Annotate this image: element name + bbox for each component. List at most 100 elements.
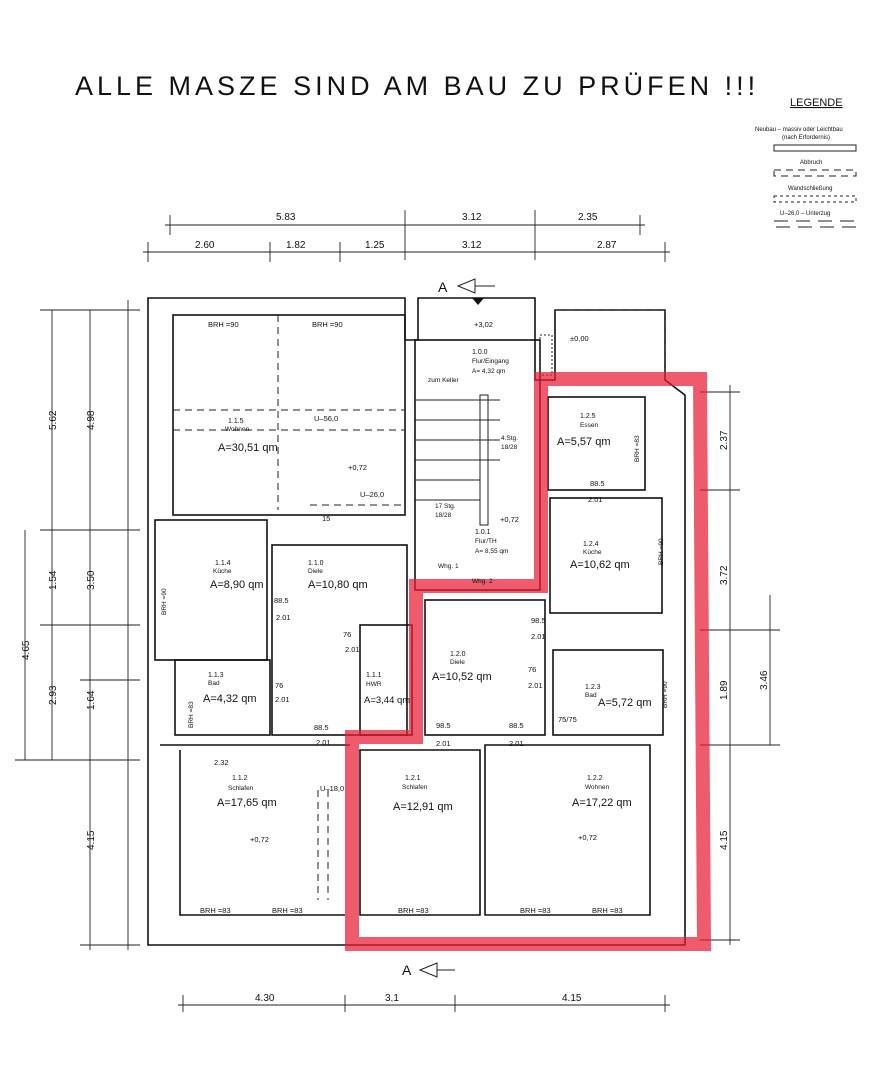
plan-label: BRH =90 (662, 681, 669, 708)
plan-label: Küche (213, 568, 232, 575)
plan-label: Flur/Eingang (472, 358, 509, 365)
plan-label: A=3,44 qm (364, 695, 410, 706)
plan-label: 1.1.0 (308, 560, 324, 567)
plan-label: A=30,51 qm (218, 442, 278, 454)
plan-label: 1.0.1 (475, 529, 491, 536)
plan-label: 1.2.3 (585, 684, 601, 691)
plan-label: 2.01 (528, 681, 543, 690)
plan-label: Whg. 1 (438, 563, 459, 570)
plan-label: BRH =90 (658, 538, 665, 565)
plan-label: ±0,00 (570, 334, 589, 343)
left-dimensions: 5.62 4.98 1.54 3.50 2.93 1.64 4.65 4.15 (15, 300, 140, 950)
plan-title: ALLE MASZE SIND AM BAU ZU PRÜFEN !!! (75, 71, 759, 101)
legend-item-wall-closure: Wandschließung (788, 186, 832, 192)
plan-label: BRH =83 (200, 906, 231, 915)
plan-label: A=8,90 qm (210, 579, 264, 591)
plan-label: Wohnen (585, 784, 609, 791)
plan-label: Whg. 2 (472, 578, 493, 585)
plan-label: 4.15 (86, 830, 97, 850)
plan-label: 1.54 (48, 570, 59, 590)
plan-label: A=17,65 qm (217, 797, 277, 809)
legend-item-demolition: Abbruch (800, 160, 822, 166)
plan-label: U–18,0 (320, 784, 344, 793)
plan-label: 1.2.1 (405, 775, 421, 782)
plan-label: 4.15 (719, 830, 730, 850)
plan-label: BRH =90 (208, 320, 239, 329)
plan-label: 2.01 (436, 739, 451, 748)
legend-item-beam: U–26,0 – Unterzug (780, 211, 830, 217)
plan-label: 1.1.3 (208, 672, 224, 679)
plan-label: 3.46 (759, 670, 770, 690)
plan-label: 5.62 (48, 410, 59, 430)
plan-label: U–56,0 (314, 414, 338, 423)
plan-label: A= 4,32 qm (472, 368, 505, 375)
plan-label: 2.01 (316, 738, 331, 747)
dim-label: 3.12 (462, 240, 482, 251)
section-marker-top: A (438, 278, 495, 305)
plan-label: 3.50 (86, 570, 97, 590)
plan-label: 1.64 (86, 690, 97, 710)
plan-label: +0,72 (578, 833, 597, 842)
plan-label: 3.72 (719, 565, 730, 585)
top-dimensions: 5.83 3.12 2.35 2.60 1.82 1.25 3.12 2.87 (143, 210, 670, 262)
dim-label: 1.82 (286, 240, 306, 251)
plan-label: Flur/TH (475, 538, 497, 545)
plan-label: BRH =83 (272, 906, 303, 915)
plan-label: 4.15 (562, 993, 582, 1004)
plan-label: 2.37 (719, 430, 730, 450)
plan-label: A=5,57 qm (557, 436, 611, 448)
plan-label: 76 (343, 630, 351, 639)
plan-label: 18/28 (501, 444, 518, 451)
dim-label: 2.87 (597, 240, 617, 251)
plan-label: 1.2.4 (583, 541, 599, 548)
legend-swatch-wall-closure (773, 195, 857, 203)
plan-label: zum Keller (428, 377, 460, 384)
plan-label: 88.5 (314, 723, 329, 732)
plan-label: 17 Stg. (435, 503, 456, 510)
plan-label: A=4,32 qm (203, 693, 257, 705)
plan-label: Schlafen (402, 784, 428, 791)
plan-label: U–26,0 (360, 490, 384, 499)
plan-label: 75/75 (558, 715, 577, 724)
plan-label: A=10,52 qm (432, 671, 492, 683)
plan-label: 3.1 (385, 993, 399, 1004)
plan-label: A (402, 962, 412, 978)
bottom-dimensions: 4.30 3.1 4.15 (178, 993, 670, 1012)
plan-label: HWR (366, 681, 382, 688)
plan-label: A=10,80 qm (308, 579, 368, 591)
plan-label: Schlafen (228, 785, 254, 792)
plan-label: BRH =90 (312, 320, 343, 329)
plan-label: Bad (208, 680, 220, 687)
plan-label: 2.01 (509, 739, 524, 748)
plan-label: Bad (585, 692, 597, 699)
plan-label: 76 (275, 681, 283, 690)
plan-label: 76 (528, 665, 536, 674)
plan-label: BRH =83 (188, 701, 195, 728)
plan-label: BRH =90 (161, 588, 168, 615)
right-dimensions: 2.37 3.72 1.89 3.46 4.15 (700, 385, 780, 945)
legend-swatch-beam (773, 220, 857, 228)
plan-label: 98.5 (436, 721, 451, 730)
plan-label: 4.65 (21, 640, 32, 660)
plan-label: Küche (583, 549, 602, 556)
plan-label: A=5,72 qm (598, 697, 652, 709)
dim-label: 2.60 (195, 240, 215, 251)
plan-label: 1.0.0 (472, 349, 488, 356)
plan-label: 1.1.2 (232, 775, 248, 782)
plan-label: A=17,22 qm (572, 797, 632, 809)
legend-item-new: Neubau – massiv oder Leichtbau (755, 127, 843, 133)
plan-label: BRH =83 (634, 435, 641, 462)
plan-label: 2.01 (588, 495, 603, 504)
section-marker-bottom: A (402, 962, 455, 978)
